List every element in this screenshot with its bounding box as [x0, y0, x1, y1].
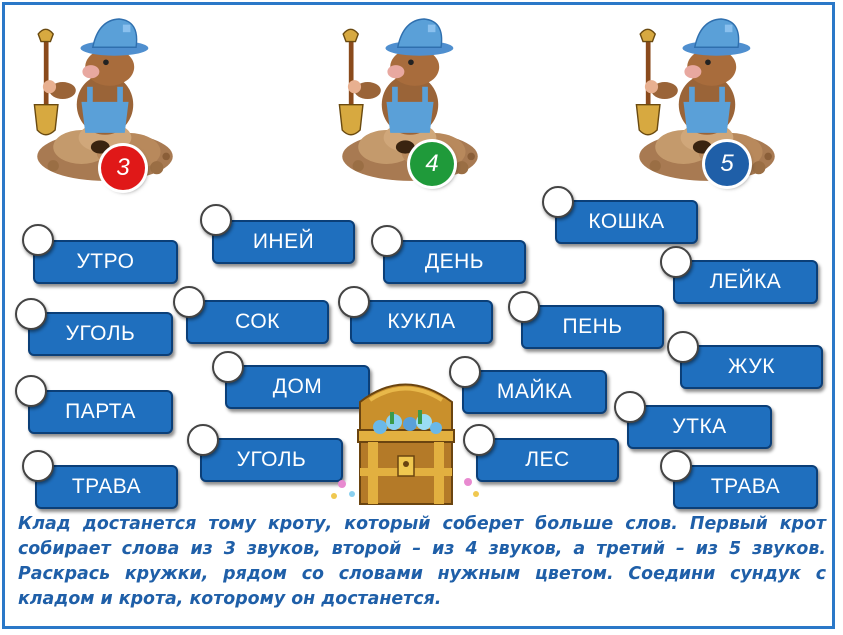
word-card[interactable]: ПЕНЬ	[521, 305, 664, 349]
mole-number-badge: 4	[410, 142, 454, 186]
word-card[interactable]: УГОЛЬ	[28, 312, 173, 356]
word-card[interactable]: ИНЕЙ	[212, 220, 355, 264]
mole-number-badge: 5	[705, 142, 749, 186]
color-circle[interactable]	[614, 391, 646, 423]
treasure-chest-icon[interactable]	[320, 372, 490, 512]
color-circle[interactable]	[15, 375, 47, 407]
word-card[interactable]: УТРО	[33, 240, 178, 284]
color-circle[interactable]	[173, 286, 205, 318]
word-card[interactable]: ТРАВА	[35, 465, 178, 509]
color-circle[interactable]	[200, 204, 232, 236]
color-circle[interactable]	[660, 450, 692, 482]
word-card[interactable]: ПАРТА	[28, 390, 173, 434]
word-card[interactable]: ЖУК	[680, 345, 823, 389]
color-circle[interactable]	[15, 298, 47, 330]
color-circle[interactable]	[212, 351, 244, 383]
color-circle[interactable]	[22, 450, 54, 482]
word-card[interactable]: УТКА	[627, 405, 772, 449]
task-instructions: Клад достанется тому кроту, который собе…	[18, 514, 826, 609]
color-circle[interactable]	[22, 224, 54, 256]
word-card[interactable]: ДОМ	[225, 365, 370, 409]
color-circle[interactable]	[508, 291, 540, 323]
word-card[interactable]: ЛЕЙКА	[673, 260, 818, 304]
word-card[interactable]: МАЙКА	[462, 370, 607, 414]
mole-2[interactable]: 4	[330, 10, 490, 188]
word-card[interactable]: ТРАВА	[673, 465, 818, 509]
color-circle[interactable]	[542, 186, 574, 218]
word-card[interactable]: КУКЛА	[350, 300, 493, 344]
word-card[interactable]: ЛЕС	[476, 438, 619, 482]
color-circle[interactable]	[371, 225, 403, 257]
mole-number-badge: 3	[101, 146, 145, 190]
word-card[interactable]: ДЕНЬ	[383, 240, 526, 284]
word-card[interactable]: УГОЛЬ	[200, 438, 343, 482]
mole-1[interactable]: 3	[25, 10, 185, 190]
color-circle[interactable]	[187, 424, 219, 456]
word-card[interactable]: СОК	[186, 300, 329, 344]
word-card[interactable]: КОШКА	[555, 200, 698, 244]
color-circle[interactable]	[660, 246, 692, 278]
color-circle[interactable]	[463, 424, 495, 456]
color-circle[interactable]	[338, 286, 370, 318]
color-circle[interactable]	[667, 331, 699, 363]
mole-3[interactable]: 5	[627, 10, 787, 188]
color-circle[interactable]	[449, 356, 481, 388]
